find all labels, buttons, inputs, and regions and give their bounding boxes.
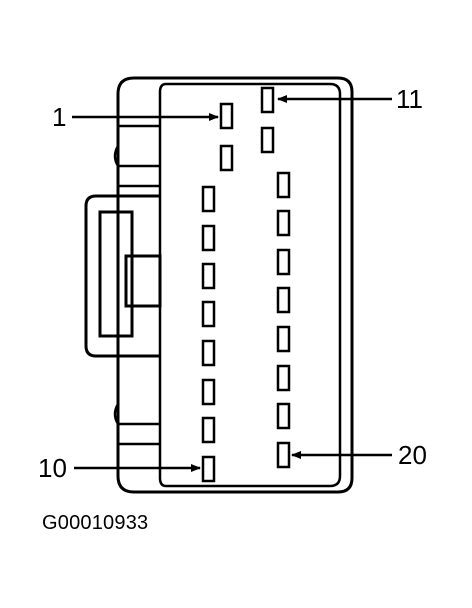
pin-cavity-16 <box>276 286 291 314</box>
pin-column-1-to-10 <box>201 102 234 483</box>
pin-cavity-8 <box>201 378 216 406</box>
connector-housing <box>116 76 354 494</box>
pin-cavity-13 <box>276 171 291 199</box>
pin-cavity-9 <box>201 416 216 444</box>
pin-cavity-17 <box>276 325 291 353</box>
pin-cavity-20 <box>276 441 291 469</box>
pin-cavity-1 <box>219 102 234 130</box>
pin-cavity-11 <box>260 86 275 114</box>
pin-cavity-19 <box>276 402 291 430</box>
pin-cavity-10 <box>201 455 216 483</box>
pin-cavity-2 <box>219 144 234 172</box>
pin-cavity-18 <box>276 364 291 392</box>
callout-pin-1: 1 <box>52 102 67 132</box>
pin-cavity-15 <box>276 248 291 276</box>
housing-ribs-bottom <box>113 403 160 446</box>
callout-pin-10: 10 <box>38 453 67 483</box>
pin-cavity-7 <box>201 339 216 367</box>
housing-ribs-top <box>113 124 160 188</box>
pin-cavity-5 <box>201 262 216 290</box>
callout-pin-11: 11 <box>396 84 423 114</box>
pin-cavity-3 <box>201 185 216 213</box>
locking-latch <box>84 194 162 358</box>
pin-cavity-4 <box>201 224 216 252</box>
pin-cavity-14 <box>276 209 291 237</box>
callout-pin-20: 20 <box>398 440 427 470</box>
pin-cavity-12 <box>260 126 275 154</box>
leader-arrows <box>72 95 392 472</box>
figure-code: G00010933 <box>42 512 149 534</box>
pin-column-11-to-20 <box>260 86 291 469</box>
pin-cavity-6 <box>201 300 216 328</box>
